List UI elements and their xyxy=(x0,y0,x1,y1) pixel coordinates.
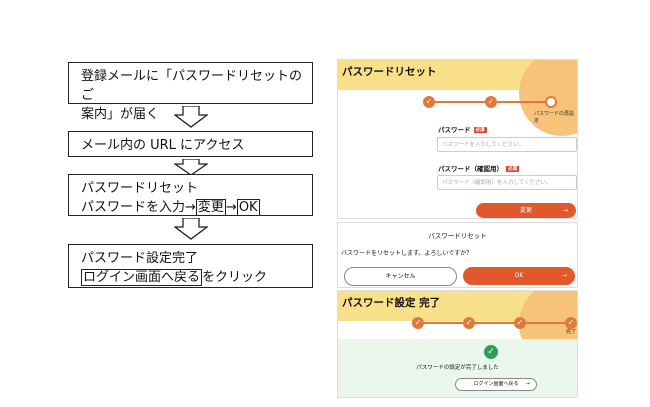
arrow-right-icon: → xyxy=(561,272,567,279)
step-complete-label: 完了 xyxy=(566,329,577,335)
required-badge-2: 必須 xyxy=(506,166,519,172)
flow-step-3-text: パスワードを入力→ xyxy=(81,200,196,215)
flow-back-label: ログイン画面へ戻る xyxy=(81,269,203,286)
reset-header: パスワードリセット xyxy=(338,60,577,136)
reset-form-screen: パスワードリセット ✓ ✓ パスワードの再設定 パスワード必須 パスワードを入力… xyxy=(337,59,578,219)
flow-arrow-1 xyxy=(174,106,208,128)
flow-step-4: パスワード設定完了 ログイン画面へ戻るをクリック xyxy=(68,244,313,288)
step-3-done-icon: ✓ xyxy=(514,317,526,329)
stepper-line xyxy=(418,322,570,324)
flow-step-4-text: をクリック xyxy=(202,270,268,285)
step-2-done-icon: ✓ xyxy=(463,317,475,329)
flow-step-1-line1: 登録メールに「パスワードリセットのご xyxy=(81,69,303,103)
reset-stepper: ✓ ✓ xyxy=(423,96,558,108)
ok-button[interactable]: OK→ xyxy=(463,267,575,285)
flow-step-1-line2: 案内」が届く xyxy=(81,107,160,122)
required-badge: 必須 xyxy=(473,127,487,133)
password-label: パスワード必須 xyxy=(438,126,487,134)
arrow-right-icon: → xyxy=(562,207,568,214)
arrow-right-icon: → xyxy=(525,381,530,387)
flow-arrow-text: → xyxy=(225,200,237,215)
step-2-done-icon: ✓ xyxy=(485,96,497,108)
success-message: パスワードの設定が完了しました xyxy=(416,365,499,371)
back-to-login-button[interactable]: ログイン画面へ戻る→ xyxy=(455,378,537,391)
flow-step-3: パスワードリセット パスワードを入力→変更→OK xyxy=(68,174,313,216)
flow-step-4-line1: パスワード設定完了 xyxy=(81,251,199,266)
flow-step-3-line1: パスワードリセット xyxy=(81,181,199,196)
cancel-button[interactable]: キャンセル xyxy=(344,267,457,286)
success-area: ✓ パスワードの設定が完了しました ログイン画面へ戻る→ xyxy=(338,339,577,397)
flow-step-2: メール内の URL にアクセス xyxy=(68,131,313,157)
change-button[interactable]: 変更→ xyxy=(476,203,576,218)
step-1-done-icon: ✓ xyxy=(412,317,424,329)
flow-ok-label: OK xyxy=(236,199,260,216)
complete-title: パスワード設定 完了 xyxy=(342,297,441,309)
flow-arrow-3 xyxy=(174,218,208,240)
success-check-icon: ✓ xyxy=(484,345,498,359)
step-4-done-icon: ✓ xyxy=(565,317,577,329)
dialog-message: パスワードをリセットします。よろしいですか？ xyxy=(341,250,473,257)
reset-title: パスワードリセット xyxy=(342,66,437,78)
flow-step-2-line1: メール内の URL にアクセス xyxy=(81,138,245,153)
password-input[interactable]: パスワードを入力してください。 xyxy=(437,137,577,152)
flow-arrow-2 xyxy=(174,159,208,176)
confirm-input[interactable]: パスワード（確認用）を入力してください。 xyxy=(437,175,577,190)
step-label: パスワードの再設定 xyxy=(534,111,575,124)
complete-screen: パスワード設定 完了 ✓ ✓ ✓ ✓ 完了 ✓ パスワードの設定が完了しました … xyxy=(337,290,578,398)
flow-change-label: 変更 xyxy=(195,199,226,216)
complete-stepper: ✓ ✓ ✓ ✓ xyxy=(412,317,577,329)
confirm-dialog: パスワードリセット パスワードをリセットします。よろしいですか？ キャンセル O… xyxy=(337,222,578,288)
confirm-label: パスワード（確認用）必須 xyxy=(438,165,519,173)
flow-step-1: 登録メールに「パスワードリセットのご 案内」が届く xyxy=(68,62,313,122)
step-1-done-icon: ✓ xyxy=(423,96,435,108)
dialog-title: パスワードリセット xyxy=(428,232,487,240)
step-3-current-icon xyxy=(545,96,557,108)
